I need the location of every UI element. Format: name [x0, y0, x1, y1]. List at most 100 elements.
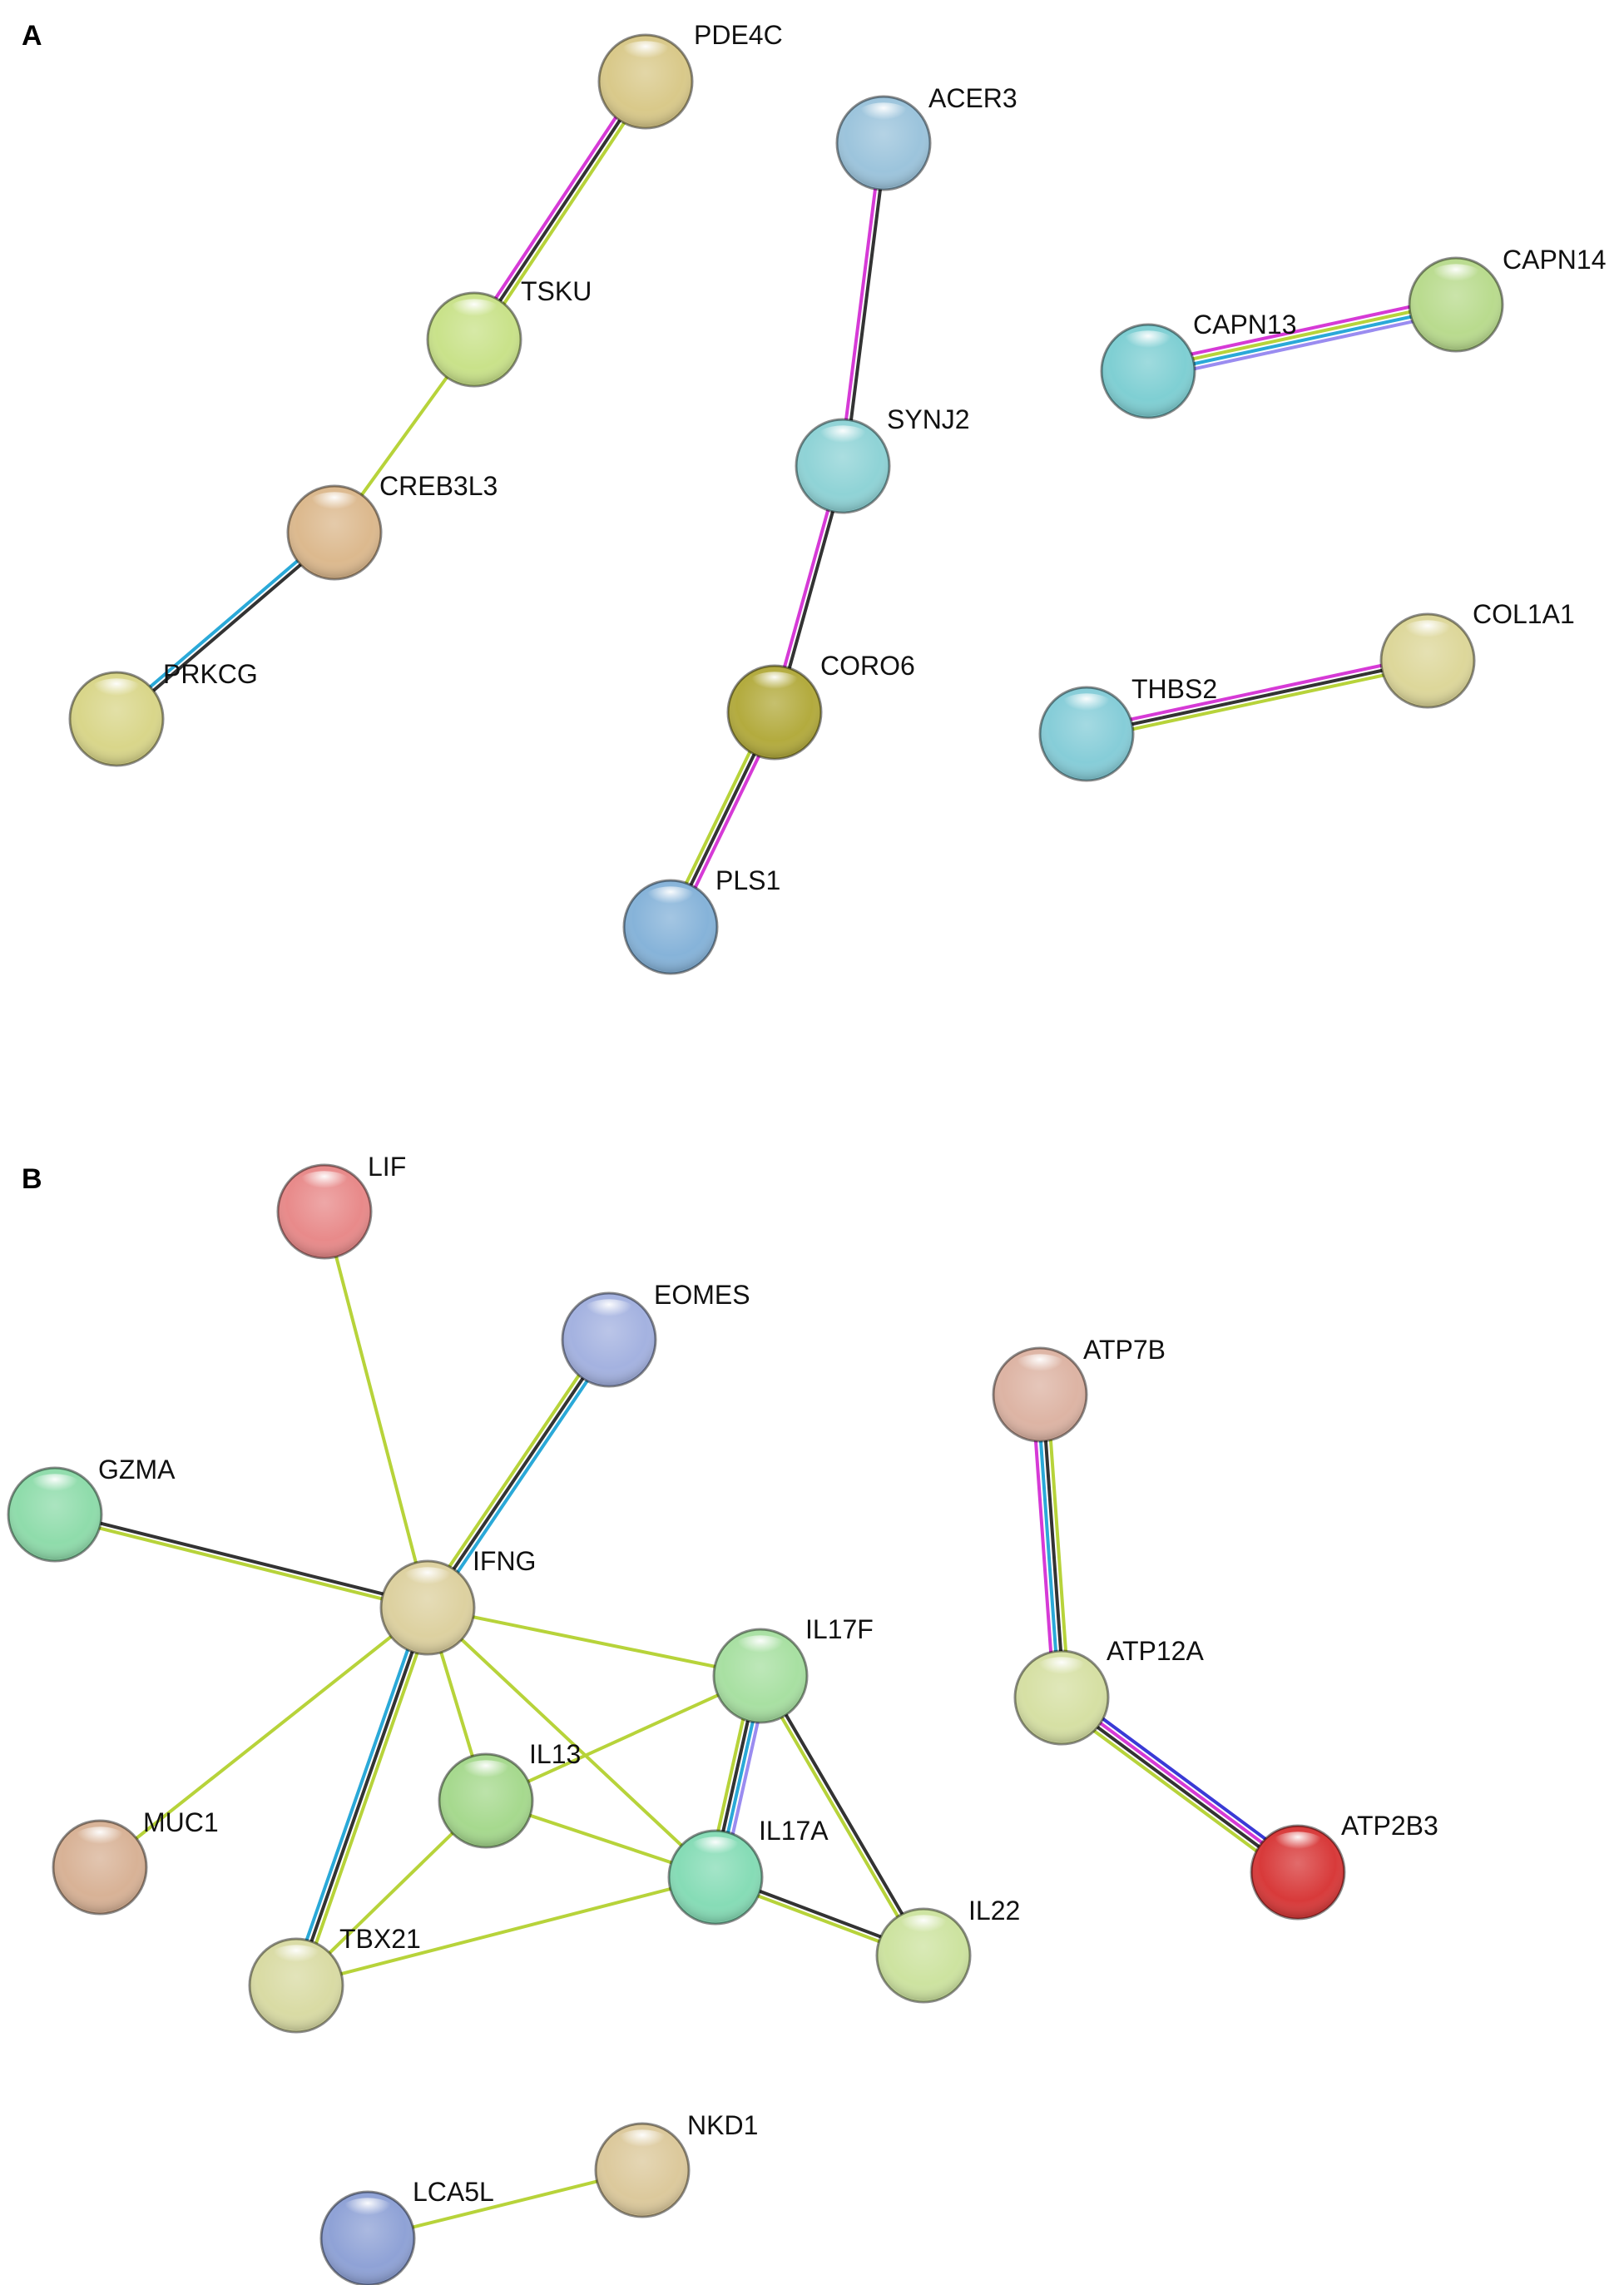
node-eomes[interactable]: EOMES: [561, 1280, 750, 1388]
node-highlight: [305, 492, 364, 523]
edge-evidence-line: [426, 1338, 611, 1609]
edge-evidence-line: [1146, 305, 1458, 375]
node-label: PDE4C: [694, 20, 783, 50]
panel-b-edges: [52, 1210, 1305, 2240]
edge-evidence-line: [426, 1606, 717, 1879]
edge-evidence-line: [299, 1607, 434, 1989]
node-label: IL17F: [805, 1614, 874, 1644]
node-acer3[interactable]: ACER3: [835, 83, 1017, 191]
node-muc1[interactable]: MUC1: [52, 1807, 219, 1916]
node-highlight: [814, 425, 872, 456]
node-label: PLS1: [715, 865, 780, 895]
node-coro6[interactable]: CORO6: [726, 651, 915, 761]
node-prkcg[interactable]: PRKCG: [68, 659, 258, 767]
edge-evidence-line: [52, 1514, 429, 1612]
node-atp12a[interactable]: ATP12A: [1013, 1636, 1204, 1746]
edge-il13-il17f: [484, 1674, 762, 1802]
node-highlight: [267, 1945, 325, 1975]
edge-evidence-line: [1040, 1392, 1066, 1699]
node-synj2[interactable]: SYNJ2: [795, 404, 970, 514]
node-highlight: [26, 1474, 84, 1504]
edge-evidence-line: [1085, 659, 1429, 736]
edge-evidence-line: [756, 1675, 923, 1959]
node-capn14[interactable]: CAPN14: [1408, 245, 1607, 353]
edge-evidence-line: [295, 1606, 429, 1987]
node-label: MUC1: [143, 1807, 219, 1837]
node-label: IL13: [529, 1739, 581, 1769]
edge-evidence-line: [426, 1606, 762, 1678]
node-label: GZMA: [98, 1455, 176, 1485]
node-il13[interactable]: IL13: [438, 1739, 581, 1849]
edge-evidence-line: [468, 77, 644, 339]
node-atp2b3[interactable]: ATP2B3: [1250, 1811, 1438, 1921]
edge-pde4c-tsku: [468, 77, 651, 344]
edge-evidence-line: [323, 1210, 429, 1609]
node-lif[interactable]: LIF: [276, 1152, 406, 1260]
node-label: LCA5L: [413, 2177, 494, 2207]
edge-atp7b-atp12a: [1031, 1392, 1071, 1700]
node-lca5l[interactable]: LCA5L: [319, 2177, 494, 2285]
node-pls1[interactable]: PLS1: [622, 865, 780, 975]
node-highlight: [641, 886, 700, 917]
edge-lif-ifng: [323, 1210, 429, 1609]
edge-evidence-line: [295, 1876, 717, 1987]
edge-atp12a-atp2b3: [1055, 1689, 1305, 1881]
node-highlight: [339, 2198, 397, 2228]
node-thbs2[interactable]: THBS2: [1038, 674, 1217, 782]
node-label: NKD1: [687, 2110, 758, 2140]
node-label: TBX21: [339, 1924, 421, 1954]
edge-evidence-line: [1145, 295, 1457, 366]
edge-ifng-il17f: [426, 1606, 762, 1678]
edge-evidence-line: [290, 1604, 425, 1986]
edge-ifng-il17a: [426, 1606, 717, 1879]
node-highlight: [613, 2129, 671, 2160]
node-capn13[interactable]: CAPN13: [1100, 310, 1297, 419]
node-highlight: [295, 1171, 354, 1202]
node-creb3l3[interactable]: CREB3L3: [286, 471, 498, 581]
node-highlight: [616, 41, 675, 72]
edge-evidence-line: [1086, 663, 1431, 741]
node-il17f[interactable]: IL17F: [712, 1614, 874, 1724]
edge-thbs2-col1a1: [1083, 654, 1431, 741]
edge-gzma-ifng: [52, 1510, 430, 1612]
edge-evidence-line: [839, 141, 884, 468]
node-highlight: [1399, 620, 1457, 651]
edge-evidence-line: [422, 1335, 607, 1607]
node-il17a[interactable]: IL17A: [667, 1816, 829, 1926]
edge-evidence-line: [1061, 1693, 1301, 1872]
node-nkd1[interactable]: NKD1: [594, 2110, 758, 2218]
node-col1a1[interactable]: COL1A1: [1379, 599, 1575, 709]
node-highlight: [731, 1635, 790, 1666]
node-highlight: [445, 299, 503, 330]
edge-evidence-line: [476, 82, 651, 344]
panel-b-letter: B: [22, 1163, 42, 1195]
node-highlight: [1057, 693, 1116, 724]
node-highlight: [399, 1567, 457, 1598]
node-label: CAPN14: [1503, 245, 1607, 275]
node-label: COL1A1: [1473, 599, 1575, 629]
edge-evidence-line: [366, 2169, 644, 2240]
edge-evidence-line: [53, 1510, 430, 1608]
edge-evidence-line: [1147, 310, 1459, 380]
node-tsku[interactable]: TSKU: [426, 276, 592, 388]
node-highlight: [1011, 1354, 1069, 1385]
node-label: LIF: [368, 1152, 406, 1182]
node-highlight: [1032, 1657, 1091, 1688]
node-highlight: [457, 1760, 515, 1791]
node-ifng[interactable]: IFNG: [379, 1546, 536, 1656]
node-tbx21[interactable]: TBX21: [248, 1924, 421, 2034]
edge-evidence-line: [484, 1674, 762, 1802]
node-atp7b[interactable]: ATP7B: [992, 1335, 1166, 1443]
edge-evidence-line: [1045, 1392, 1071, 1699]
panel-a: A PDE4CTSKUCREB3L3PRKCGACER3SYNJ2CORO6PL…: [22, 20, 1607, 975]
edge-evidence-line: [116, 533, 338, 723]
edge-il17f-il22: [756, 1673, 928, 1959]
node-il22[interactable]: IL22: [875, 1896, 1020, 2004]
node-gzma[interactable]: GZMA: [7, 1455, 176, 1563]
node-label: IL22: [968, 1896, 1020, 1926]
node-highlight: [854, 102, 913, 133]
edge-evidence-line: [1146, 300, 1458, 371]
node-pde4c[interactable]: PDE4C: [597, 20, 783, 130]
